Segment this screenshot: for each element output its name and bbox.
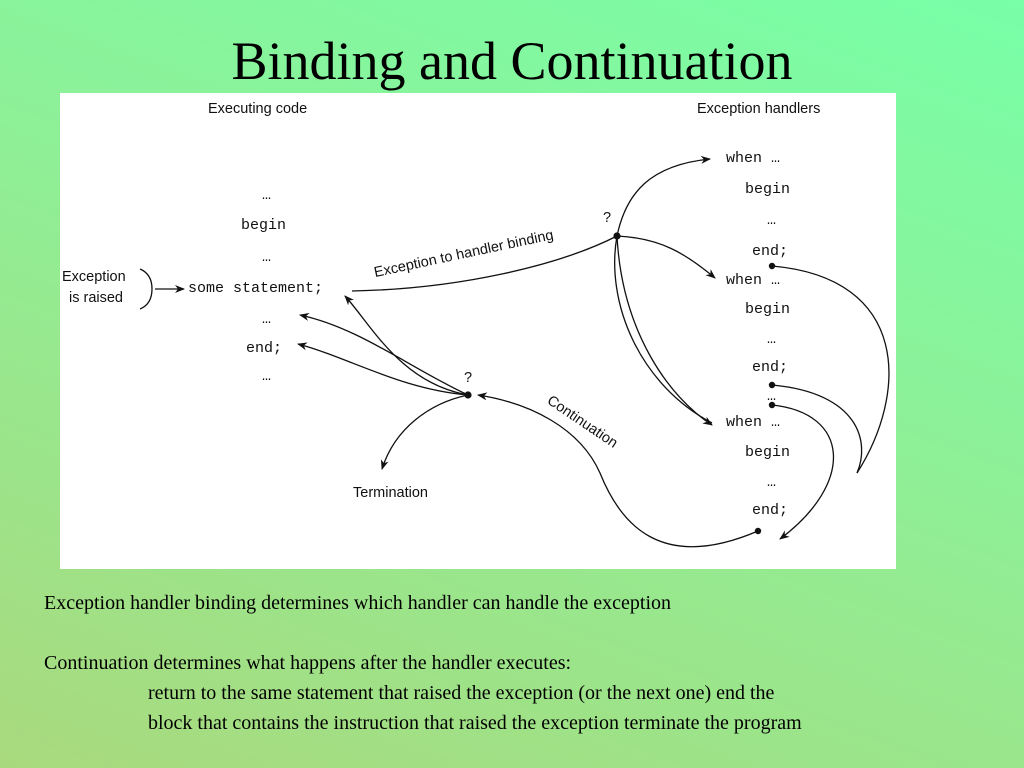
slide-title: Binding and Continuation xyxy=(231,31,793,91)
end2-dot xyxy=(768,381,776,389)
handler-end: end; xyxy=(752,359,789,376)
handler-end: end; xyxy=(752,502,789,519)
executing-code-header: Executing code xyxy=(208,101,308,117)
handler-when: when … xyxy=(726,414,781,431)
code-line: begin xyxy=(241,217,287,234)
end3-dot xyxy=(754,527,762,535)
code-line: … xyxy=(262,187,272,204)
continuation-question: ? xyxy=(464,370,473,386)
binding-dot xyxy=(613,232,621,240)
return-to-statement-arrow xyxy=(344,295,469,396)
handler-gap: … xyxy=(767,388,777,405)
termination-arrow xyxy=(380,394,469,470)
exception-raised-label: Exception xyxy=(62,269,126,285)
continuation-detail-line: return to the same statement that raised… xyxy=(148,682,775,704)
diagram-panel: Executing code Exception handlers … begi… xyxy=(60,93,896,569)
end3-return xyxy=(771,404,835,540)
end1-return xyxy=(771,265,890,474)
exception-handlers-header: Exception handlers xyxy=(697,101,821,117)
return-to-end-arrow xyxy=(297,342,469,396)
code-line: end; xyxy=(246,340,283,357)
code-line: … xyxy=(262,311,272,328)
handler-begin: begin xyxy=(745,444,791,461)
handler3-arrow-a xyxy=(614,235,713,424)
handler3-arrow-b xyxy=(616,235,713,426)
termination-label: Termination xyxy=(353,485,428,501)
end2b-dot xyxy=(768,401,776,409)
continuation-explanation: Continuation determines what happens aft… xyxy=(44,652,572,674)
binding-question: ? xyxy=(603,210,612,226)
handler2-arrow xyxy=(616,235,716,279)
handler-body: … xyxy=(767,212,777,229)
handler-begin: begin xyxy=(745,301,791,318)
return-to-next-arrow xyxy=(299,313,469,396)
handler1-arrow xyxy=(616,155,711,237)
raised-brace xyxy=(139,268,153,310)
binding-explanation: Exception handler binding determines whi… xyxy=(44,592,672,614)
continuation-detail-line: block that contains the instruction that… xyxy=(148,712,802,734)
handler-end: end; xyxy=(752,243,789,260)
handler-when: when … xyxy=(726,150,781,167)
exception-raised-label: is raised xyxy=(69,290,123,306)
binding-arrow xyxy=(351,235,618,292)
handler-when: when … xyxy=(726,272,781,289)
continuation-arrow xyxy=(477,392,759,548)
code-line: … xyxy=(262,368,272,385)
continuation-dot xyxy=(464,391,472,399)
end2-return xyxy=(771,384,863,474)
code-line-statement: some statement; xyxy=(188,280,324,297)
code-line: … xyxy=(262,249,272,266)
diagram-arrows xyxy=(139,155,890,548)
handler-begin: begin xyxy=(745,181,791,198)
handler-body: … xyxy=(767,331,777,348)
end1-dot xyxy=(768,262,776,270)
handler-body: … xyxy=(767,474,777,491)
